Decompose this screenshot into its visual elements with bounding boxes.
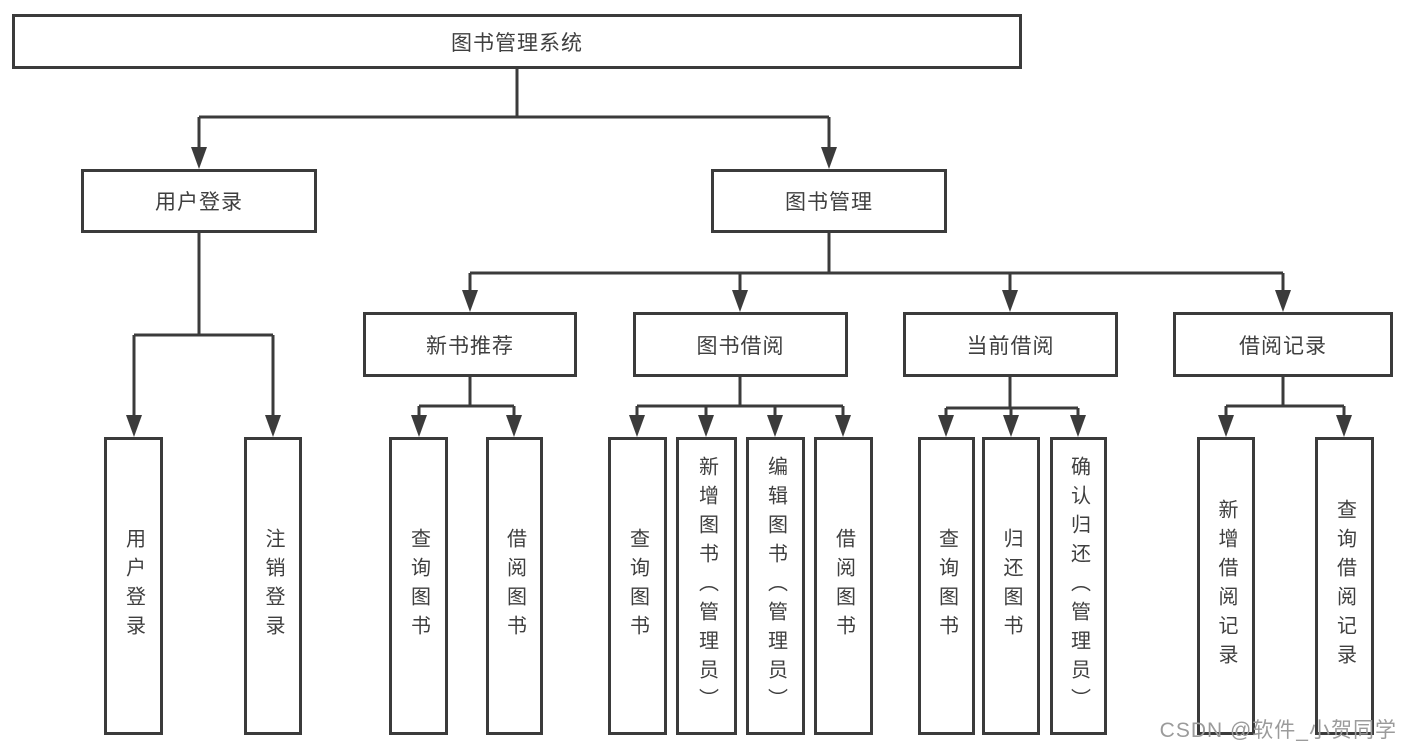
node-label: 当前借阅 [966,334,1055,358]
leaf-confirm-return-admin: 确认归还（管理员） [1050,437,1107,735]
leaf-logout: 注销登录 [244,437,302,735]
leaf-query-borrow-record: 查询借阅记录 [1315,437,1374,735]
node-label: 图书管理 [785,191,873,214]
node-borrow-records: 借阅记录 [1173,312,1393,377]
leaf-query-books-current: 查询图书 [918,437,975,735]
node-label: 用户登录 [155,191,243,214]
edges-new-book-recommend-split [411,377,522,437]
node-label: 新增图书（管理员） [695,455,718,717]
arrowhead [1336,415,1352,437]
edges-current-borrow-split [938,377,1086,437]
node-book-borrow: 图书借阅 [633,312,848,377]
edges-borrow-records-split [1218,377,1352,437]
node-current-borrow: 当前借阅 [903,312,1118,377]
node-user-login: 用户登录 [81,169,317,233]
edges-root-split [191,69,837,169]
leaf-query-books-recommend: 查询图书 [389,437,448,735]
leaf-return-books: 归还图书 [982,437,1040,735]
leaf-query-books-borrow: 查询图书 [608,437,667,735]
arrowhead [411,415,427,437]
csdn-watermark: CSDN @软件_小贺同学 [1159,719,1397,742]
arrowhead [1070,415,1086,437]
edges-book-borrow-split [629,377,851,437]
arrowhead [698,415,714,437]
node-label: 图书管理系统 [451,31,583,55]
edges-book-management-split [462,233,1291,312]
node-label: 借阅记录 [1239,334,1327,358]
node-label: 借阅图书 [832,528,855,644]
node-label: 归还图书 [1000,528,1022,644]
node-label: 新增借阅记录 [1215,499,1237,673]
arrowhead [126,415,142,437]
arrowhead [767,415,783,437]
node-library-management-system: 图书管理系统 [12,14,1022,69]
arrowhead [835,415,851,437]
arrowhead [1218,415,1234,437]
leaf-borrow-books: 借阅图书 [814,437,873,735]
arrowhead [506,415,522,437]
arrowhead [191,147,207,169]
arrowhead [1275,290,1291,312]
node-label: 查询图书 [935,528,958,644]
node-label: 确认归还（管理员） [1067,455,1090,717]
node-label: 查询图书 [626,528,649,644]
node-label: 编辑图书（管理员） [764,455,787,717]
edges-user-login-split [126,233,281,437]
arrowhead [1003,415,1019,437]
leaf-add-books-admin: 新增图书（管理员） [676,437,737,735]
node-label: 注销登录 [262,528,284,644]
leaf-edit-books-admin: 编辑图书（管理员） [746,437,805,735]
arrowhead [938,415,954,437]
node-label: 图书借阅 [696,334,785,358]
arrowhead [462,290,478,312]
leaf-add-borrow-record: 新增借阅记录 [1197,437,1255,735]
arrowhead [265,415,281,437]
leaf-borrow-books-recommend: 借阅图书 [486,437,543,735]
arrowhead [1002,290,1018,312]
node-label: 用户登录 [122,528,145,644]
node-label: 查询借阅记录 [1333,499,1356,673]
node-book-management: 图书管理 [711,169,947,233]
node-label: 查询图书 [407,528,430,644]
arrowhead [629,415,645,437]
leaf-user-login: 用户登录 [104,437,163,735]
arrowhead [732,290,748,312]
node-label: 借阅图书 [503,528,526,644]
arrowhead [821,147,837,169]
node-new-book-recommend: 新书推荐 [363,312,577,377]
node-label: 新书推荐 [426,334,514,358]
